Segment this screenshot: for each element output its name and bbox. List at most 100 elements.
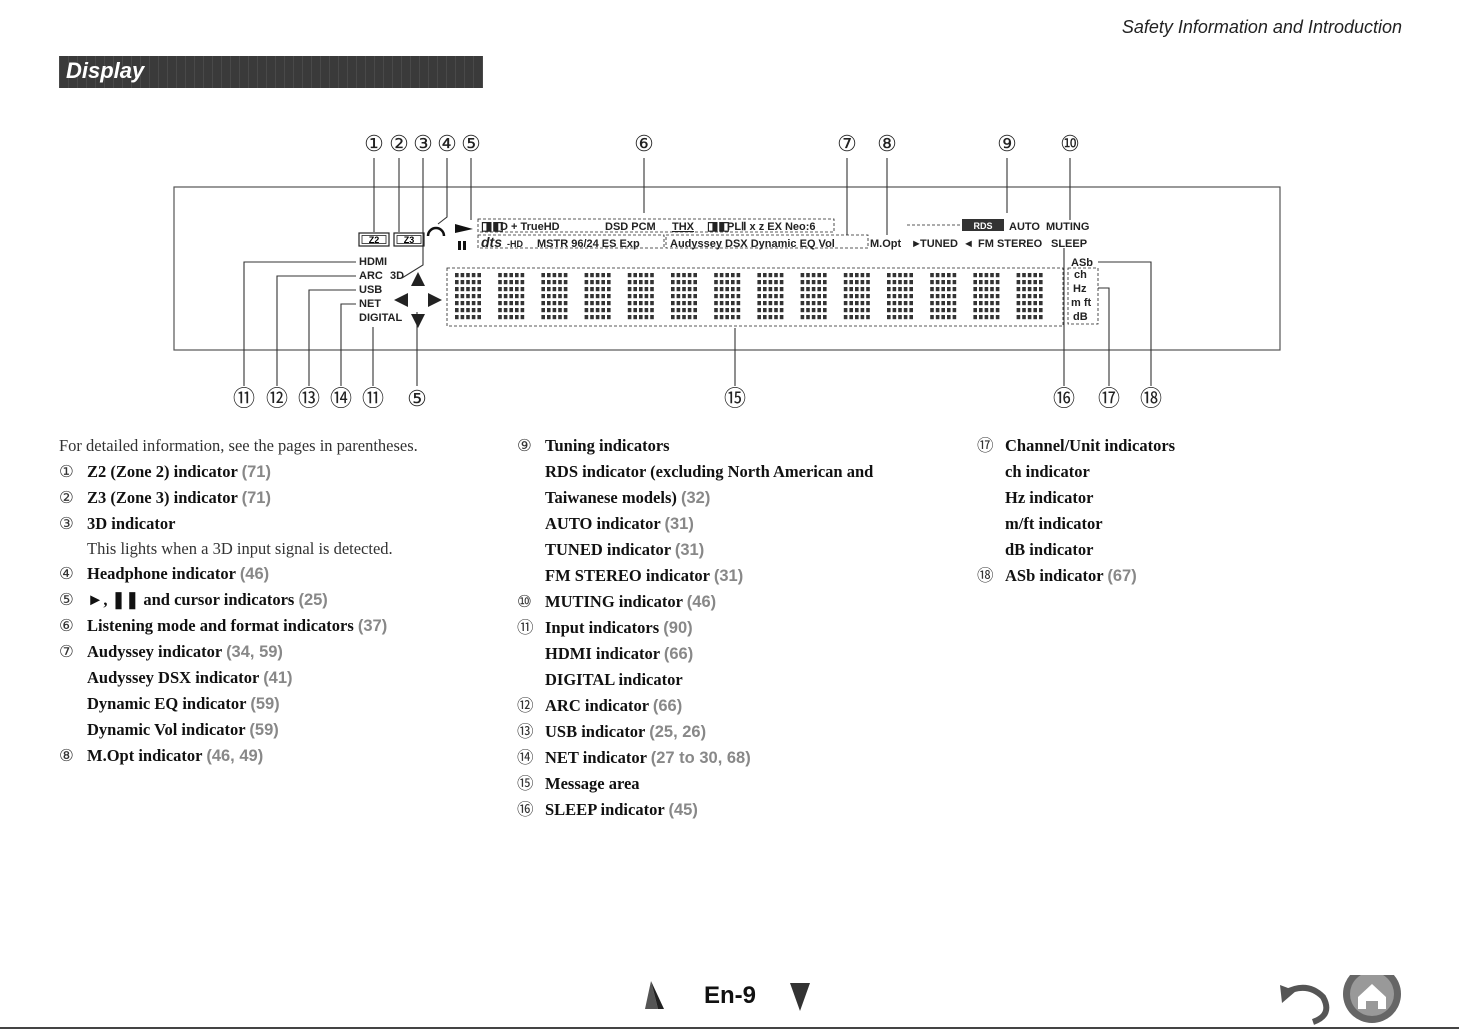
page-reference-link[interactable]: (25, 26) [649,723,707,741]
matrix-dot [930,301,934,306]
matrix-dot [866,287,870,292]
page-reference-link[interactable]: (31) [674,541,705,559]
headphone-icon [426,226,446,237]
matrix-dot [757,280,761,285]
matrix-dot [768,280,773,285]
page-reference-link[interactable]: (67) [1107,567,1137,585]
page-reference-link[interactable]: (31) [713,567,744,585]
page-reference-link[interactable]: (41) [263,669,293,687]
item-number: ⑫ [517,696,534,715]
matrix-dot [763,301,767,306]
page-reference-link[interactable]: (59) [250,695,280,713]
next-page-icon[interactable] [790,983,810,1011]
page-reference-link[interactable]: (27 to 30, 68) [650,749,751,767]
item-label: Audyssey indicator [87,642,222,661]
matrix-dot [1039,294,1043,299]
matrix-dot [509,315,513,320]
matrix-dot [503,273,508,278]
matrix-dot [725,301,729,306]
matrix-dot [935,308,940,313]
matrix-dot [952,315,957,320]
subitem-label: DIGITAL indicator [545,670,683,689]
page-reference-link[interactable]: (25) [298,591,328,609]
matrix-dot [639,273,643,278]
matrix-dot [477,315,481,320]
matrix-dot [541,301,545,306]
matrix-dot [763,287,767,292]
callout-bottom-16: ⑯ [1053,386,1075,411]
page-reference-link[interactable]: (31) [664,515,694,533]
page-reference-link[interactable]: (59) [249,721,279,739]
matrix-dot [892,273,897,278]
page-reference-link[interactable]: (46) [686,593,717,611]
previous-page-icon[interactable] [645,981,658,1009]
matrix-dot [676,315,681,320]
matrix-dot [984,308,989,313]
matrix-dot [909,294,913,299]
page-reference-link[interactable]: (37) [357,617,388,635]
subitem-label: ch indicator [1005,462,1090,481]
item-number: ⑮ [517,774,534,793]
matrix-dot [687,315,692,320]
matrix-dot [714,301,718,306]
digital-indicator: DIGITAL [359,312,402,324]
matrix-dot [633,315,637,320]
matrix-dot [520,273,525,278]
page-reference-link[interactable]: (90) [663,619,693,637]
matrix-dot [725,280,729,285]
matrix-dot [503,308,508,313]
page-reference-link[interactable]: (71) [241,489,271,507]
item-label: Z3 (Zone 3) indicator [87,488,238,507]
matrix-dot [984,301,989,306]
page-reference-link[interactable]: (66) [663,645,694,663]
matrix-dot [644,273,649,278]
matrix-dot [460,308,465,313]
matrix-dot [639,301,643,306]
matrix-dot [477,273,481,278]
matrix-dot [682,315,686,320]
matrix-dot [515,273,519,278]
matrix-dot [644,301,649,306]
matrix-dot [930,287,934,292]
matrix-dot [682,294,686,299]
matrix-dot [849,287,853,292]
matrix-dot [601,280,605,285]
subitem-label: RDS indicator (excluding North American … [545,462,874,481]
matrix-dot [806,287,810,292]
page-reference-link[interactable]: (34, 59) [226,643,283,661]
matrix-dot [995,315,1000,320]
page-reference-link[interactable]: (71) [241,463,271,481]
back-icon[interactable] [1280,984,1330,1025]
matrix-dot [1039,301,1043,306]
matrix-dot [671,287,675,292]
matrix-dot [973,308,977,313]
subitem-label: Audyssey DSX indicator [87,668,260,687]
page-reference-link[interactable]: (32) [680,489,711,507]
matrix-dot [817,301,821,306]
page-reference-link[interactable]: (66) [652,697,683,715]
matrix-dot [466,287,470,292]
matrix-dot [552,273,557,278]
matrix-dot [595,294,600,299]
matrix-dot [947,308,951,313]
matrix-dot [855,273,859,278]
matrix-dot [887,294,891,299]
item-label: Listening mode and format indicators [87,616,354,635]
matrix-dot [687,287,692,292]
callout-bottom-5: ⑤ [407,386,427,411]
rds-indicator: RDS [973,221,992,231]
format-dolby-truehd: D + TrueHD [500,221,560,233]
matrix-dot [768,301,773,306]
home-icon[interactable] [1343,975,1401,1023]
page-reference-link[interactable]: (46, 49) [206,747,264,765]
page-reference-link[interactable]: (46) [239,565,270,583]
matrix-dot [1033,294,1037,299]
matrix-dot [455,287,459,292]
subitem-label: m/ft indicator [1005,514,1103,533]
matrix-dot [520,315,525,320]
matrix-dot [979,273,983,278]
page-reference-link[interactable]: (45) [668,801,698,819]
matrix-dot [823,315,827,320]
matrix-dot [627,308,632,313]
